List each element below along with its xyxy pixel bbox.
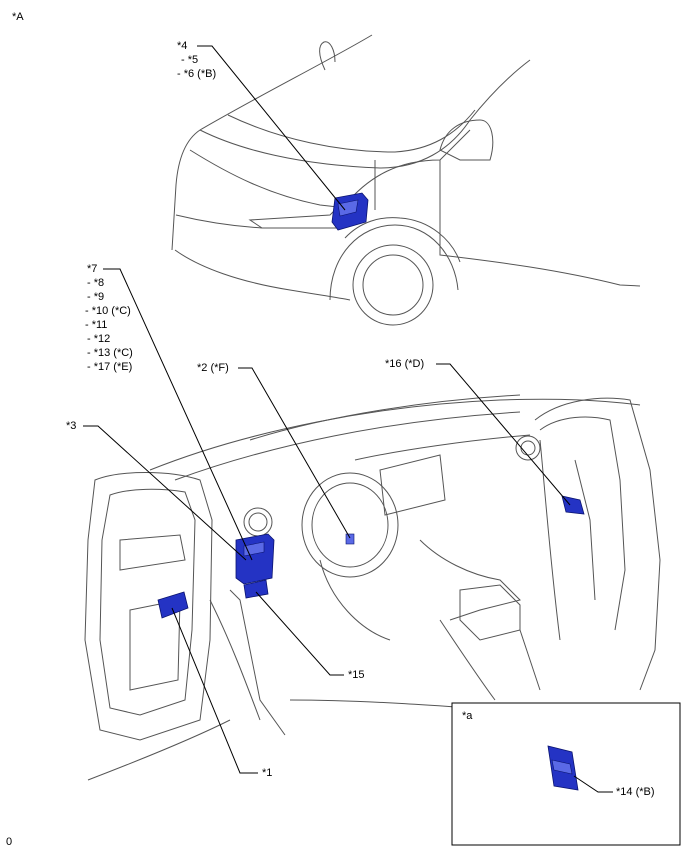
callout-8: - *8	[87, 277, 104, 289]
figure-id: 0	[6, 836, 12, 848]
callout-12: - *12	[87, 333, 110, 345]
leader-14	[573, 775, 613, 793]
callout-1: *1	[262, 767, 272, 779]
callout-14: *14 (*B)	[616, 786, 655, 798]
callout-10: - *10 (*C)	[85, 305, 131, 317]
callout-11: - *11	[85, 319, 107, 331]
leader-16	[436, 363, 571, 506]
vehicle-front-illustration	[171, 34, 641, 326]
callout-6: - *6 (*B)	[177, 68, 216, 80]
leader-3	[83, 425, 247, 561]
view-label-a: *A	[12, 11, 24, 23]
callout-9: - *9	[87, 291, 104, 303]
callout-5: - *5	[181, 54, 198, 66]
callout-4: *4	[177, 40, 187, 52]
leader-1	[171, 607, 258, 774]
leader-15	[255, 591, 344, 676]
inset-component	[547, 745, 579, 791]
callout-13: - *13 (*C)	[87, 347, 133, 359]
callout-2: *2 (*F)	[197, 362, 229, 374]
callout-17: - *17 (*E)	[87, 361, 132, 373]
callout-3: *3	[66, 420, 76, 432]
callout-15: *15	[348, 669, 365, 681]
callout-7: *7	[87, 263, 97, 275]
leader-7	[103, 268, 253, 561]
callout-16: *16 (*D)	[385, 358, 424, 370]
leader-4	[197, 45, 346, 211]
leader-2	[238, 367, 351, 539]
inset-label-a: *a	[462, 710, 473, 722]
